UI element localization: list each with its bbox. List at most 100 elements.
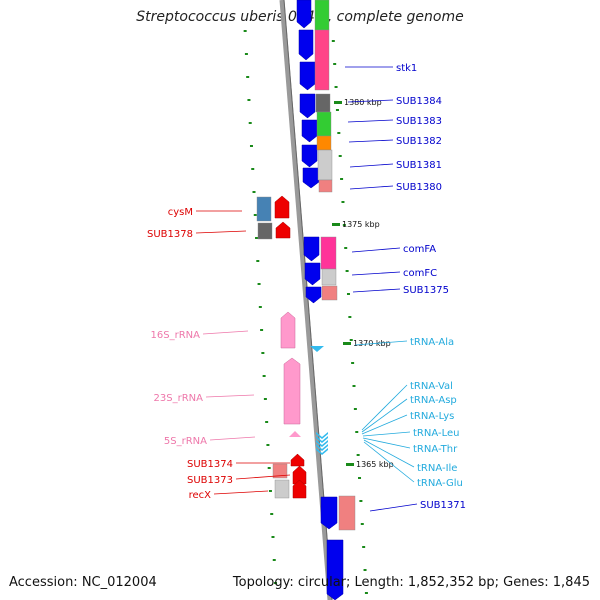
track-tick-left bbox=[251, 168, 255, 170]
gene-label-right-leader bbox=[348, 139, 394, 143]
gene-label-left: recX bbox=[189, 490, 212, 501]
track-tick-left bbox=[268, 490, 272, 492]
track-tick-right bbox=[338, 155, 342, 157]
track-tick-left bbox=[243, 30, 247, 32]
forward-cds-arrow bbox=[326, 539, 344, 600]
gene-color-block bbox=[316, 135, 332, 151]
gene-label-right-leader bbox=[347, 119, 394, 123]
forward-cds-arrow bbox=[299, 61, 316, 91]
rrna-label-leader bbox=[205, 394, 255, 398]
track-tick-right bbox=[362, 546, 366, 548]
forward-cds-arrow bbox=[304, 262, 321, 286]
gene-label-right: SUB1384 bbox=[396, 96, 442, 107]
trna-label-leader bbox=[361, 384, 408, 431]
gene-label-left: SUB1374 bbox=[187, 459, 233, 470]
track-tick-right bbox=[346, 293, 350, 295]
gene-color-block bbox=[317, 149, 333, 181]
trna-label: tRNA-Thr bbox=[413, 444, 458, 455]
forward-cds-arrow bbox=[305, 286, 322, 304]
track-tick-left bbox=[255, 237, 259, 239]
trna-label-leader bbox=[361, 398, 408, 433]
accession-label: Accession: NC_012004 bbox=[9, 575, 157, 590]
reverse-cds-arrow bbox=[275, 221, 291, 239]
track-tick-left bbox=[270, 513, 274, 515]
gene-label-left: cysM bbox=[168, 207, 193, 218]
track-tick-right bbox=[348, 316, 352, 318]
track-tick-right bbox=[364, 592, 368, 594]
forward-cds-arrow bbox=[299, 93, 316, 119]
gene-label-right-leader bbox=[347, 99, 394, 103]
forward-cds-arrow bbox=[303, 236, 320, 262]
reverse-cds-arrow bbox=[292, 465, 307, 485]
track-tick-left bbox=[267, 467, 271, 469]
track-tick-right bbox=[363, 569, 367, 571]
track-tick-left bbox=[260, 329, 264, 331]
gene-label-right-leader bbox=[352, 288, 401, 293]
track-tick-right bbox=[349, 339, 353, 341]
gene-label-right: SUB1380 bbox=[396, 182, 442, 193]
track-tick-right bbox=[352, 385, 356, 387]
gene-color-block bbox=[314, 29, 330, 91]
track-tick-left bbox=[253, 214, 257, 216]
gene-label-left-leader bbox=[195, 230, 247, 234]
trna-arrow bbox=[316, 444, 328, 451]
track-tick-right bbox=[341, 201, 345, 203]
track-tick-left bbox=[248, 122, 252, 124]
trna-label: tRNA-Leu bbox=[413, 428, 459, 439]
trna-arrow bbox=[316, 436, 328, 443]
kbp-tick-label: 1380 kbp bbox=[344, 98, 382, 107]
track-tick-left bbox=[271, 536, 275, 538]
gene-label-right-leader bbox=[349, 163, 394, 168]
gene-label-left-leader bbox=[235, 474, 291, 480]
track-tick-left bbox=[252, 191, 256, 193]
trna-arrow bbox=[316, 440, 328, 447]
rrna-label: 5S_rRNA bbox=[164, 436, 207, 447]
rrna-label: 16S_rRNA bbox=[151, 330, 201, 341]
trna-label: tRNA-Asp bbox=[410, 395, 457, 406]
forward-cds-arrow bbox=[301, 144, 318, 168]
trna-label: tRNA-Glu bbox=[417, 478, 463, 489]
gene-label-right-leader bbox=[349, 185, 394, 190]
gene-color-block bbox=[257, 222, 273, 240]
track-tick-left bbox=[247, 99, 251, 101]
gene-label-left: SUB1373 bbox=[187, 475, 233, 486]
rrna-label-leader bbox=[202, 330, 249, 335]
gene-label-right: stk1 bbox=[396, 63, 417, 74]
track-tick-right bbox=[334, 86, 338, 88]
gene-label-left-leader bbox=[213, 490, 269, 495]
trna-label-leader bbox=[354, 340, 408, 346]
gene-label-right: SUB1383 bbox=[396, 116, 442, 127]
track-tick-right bbox=[345, 270, 349, 272]
gene-label-right: SUB1371 bbox=[420, 500, 466, 511]
track-tick-right bbox=[333, 63, 337, 65]
gene-label-right: SUB1375 bbox=[403, 285, 449, 296]
forward-cds-arrow bbox=[302, 167, 320, 189]
track-tick-left bbox=[256, 260, 260, 262]
track-tick-right bbox=[340, 178, 344, 180]
topology-label: Topology: circular; Length: 1,852,352 bp… bbox=[232, 575, 590, 590]
gene-color-block bbox=[315, 93, 331, 113]
track-tick-left bbox=[262, 375, 266, 377]
gene-color-block bbox=[316, 111, 332, 137]
reverse-cds-arrow bbox=[292, 479, 307, 499]
trna-label: tRNA-Ile bbox=[417, 463, 457, 474]
trna-label: tRNA-Lys bbox=[410, 411, 454, 422]
kbp-tick-label: 1375 kbp bbox=[342, 220, 380, 229]
track-tick-left bbox=[258, 306, 262, 308]
gene-color-block bbox=[321, 285, 338, 301]
gene-label-right: comFA bbox=[403, 244, 436, 255]
kbp-tick-mark bbox=[346, 463, 354, 466]
track-tick-left bbox=[244, 53, 248, 55]
track-tick-left bbox=[246, 76, 250, 78]
rrna-label: 23S_rRNA bbox=[154, 393, 204, 404]
track-tick-right bbox=[342, 224, 346, 226]
track-tick-right bbox=[344, 247, 348, 249]
track-tick-right bbox=[335, 109, 339, 111]
gene-label-right: comFC bbox=[403, 268, 437, 279]
trna-label-leader bbox=[363, 441, 415, 483]
gene-label-right-leader bbox=[351, 247, 401, 253]
track-tick-right bbox=[351, 362, 355, 364]
gene-label-right: SUB1381 bbox=[396, 160, 442, 171]
kbp-tick-mark bbox=[332, 223, 340, 226]
track-tick-right bbox=[337, 132, 341, 134]
